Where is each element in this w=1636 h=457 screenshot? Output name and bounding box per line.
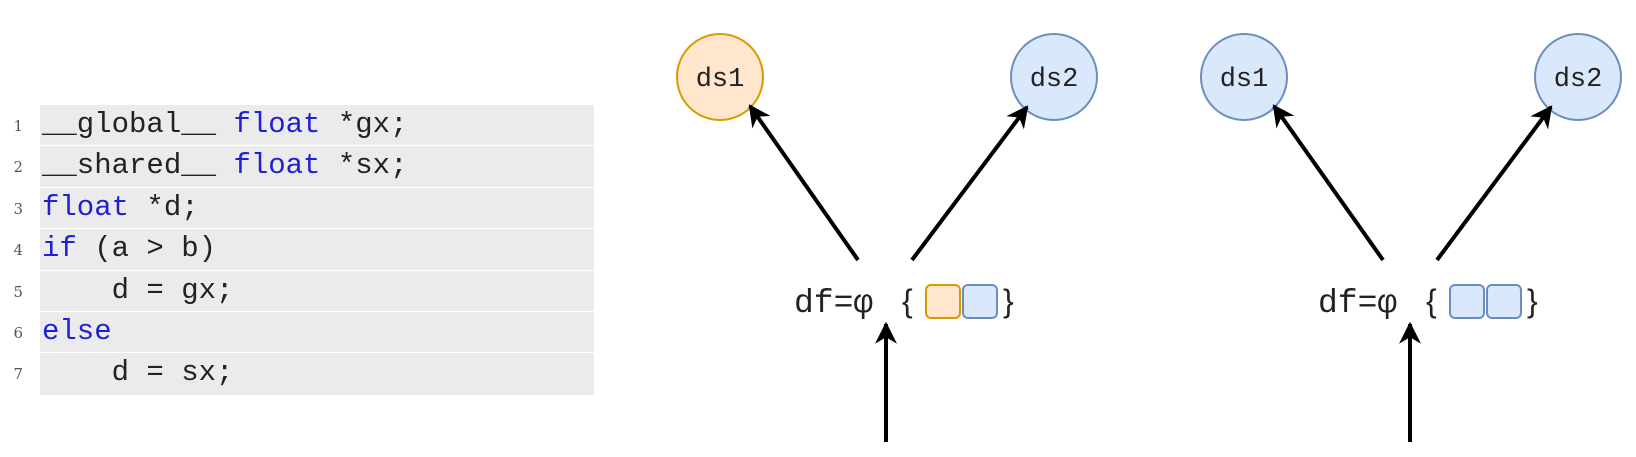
- phi-label: df=φ: [1318, 285, 1397, 322]
- phi-box-blue: [962, 284, 998, 319]
- line-number: 3: [13, 199, 23, 218]
- line-number: 1: [13, 117, 23, 135]
- line-number: 5: [13, 282, 23, 301]
- arrow-to-ds2: [910, 105, 1029, 262]
- node-ds2: [1534, 33, 1622, 121]
- code-text: __global__ float *gx;: [42, 108, 407, 142]
- code-keyword: float: [233, 149, 321, 183]
- code-text: if (a > b): [42, 232, 216, 266]
- code-line-7: 7 d = sx;: [13, 353, 594, 394]
- line-number: 7: [13, 365, 23, 384]
- node-ds1-label: ds1: [696, 65, 745, 95]
- node-ds1-label: ds1: [1220, 65, 1269, 95]
- code-token: *gx;: [320, 108, 408, 141]
- code-token: __global__: [42, 108, 234, 141]
- code-line-6: 6 else: [13, 312, 594, 354]
- close-brace: }: [1003, 283, 1014, 319]
- code-token: (a > b): [76, 232, 217, 266]
- open-brace: {: [902, 283, 913, 319]
- code-line-1: 1 __global__ float *gx;: [13, 105, 594, 147]
- code-line-5: 5 d = gx;: [13, 271, 594, 312]
- code-text: float *d;: [42, 191, 199, 225]
- code-line-2: 2 __shared__ float *sx;: [13, 146, 594, 188]
- open-brace: {: [1426, 283, 1437, 319]
- node-ds1: [1200, 33, 1288, 121]
- node-ds2-label: ds2: [1030, 65, 1079, 95]
- code-block: 1 __global__ float *gx; 2 __shared__ flo…: [13, 105, 594, 395]
- node-ds2: [1010, 33, 1098, 121]
- line-number: 6: [13, 324, 23, 342]
- code-token: *d;: [129, 190, 199, 224]
- code-token: d = gx;: [42, 273, 234, 307]
- arrow-to-ds1: [1272, 104, 1385, 262]
- arrow-to-ds2: [1435, 105, 1553, 262]
- phi-diagram-2: ds1 ds2 df=φ { }: [1200, 33, 1622, 442]
- code-keyword: float: [233, 108, 321, 141]
- phi-diagram-1: ds1 ds2 df=φ { }: [676, 33, 1098, 442]
- code-line-4: 4 if (a > b): [13, 229, 594, 271]
- code-text: __shared__ float *sx;: [42, 149, 407, 183]
- code-keyword: float: [42, 190, 130, 224]
- node-ds1: [676, 33, 764, 121]
- code-token: d = sx;: [42, 356, 234, 390]
- code-text: d = gx;: [42, 273, 234, 308]
- line-number: 2: [13, 158, 23, 177]
- node-ds2-label: ds2: [1554, 65, 1603, 95]
- code-token: *sx;: [320, 149, 408, 183]
- arrow-to-ds1: [748, 104, 860, 262]
- line-number: 4: [13, 241, 23, 260]
- code-text: d = sx;: [42, 356, 234, 390]
- close-brace: }: [1527, 283, 1538, 319]
- phi-box-orange: [925, 284, 961, 319]
- code-text: else: [42, 315, 112, 349]
- phi-label: df=φ: [794, 285, 873, 322]
- phi-box-blue: [1486, 284, 1522, 319]
- code-keyword: else: [42, 315, 112, 348]
- code-line-3: 3 float *d;: [13, 188, 594, 230]
- code-token: __shared__: [42, 149, 234, 183]
- phi-box-blue: [1449, 284, 1485, 319]
- code-keyword: if: [42, 232, 77, 266]
